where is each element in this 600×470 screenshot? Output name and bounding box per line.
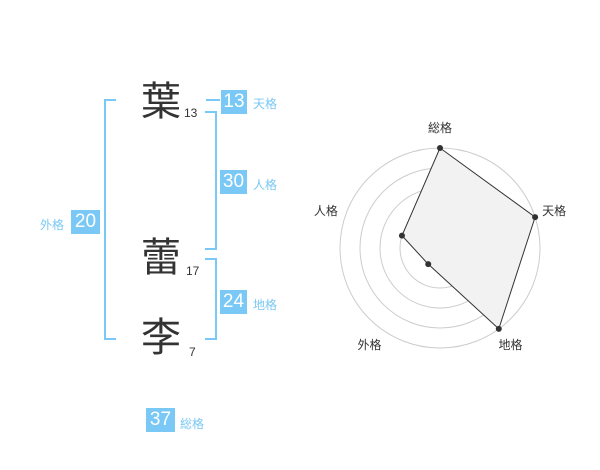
radar-axis-label-5: 人格 <box>314 203 338 218</box>
name-char-2: 蕾 <box>141 235 181 281</box>
chikaku-value: 24 <box>220 290 247 314</box>
gaikaku-value: 20 <box>71 210 100 234</box>
name-char-3: 李 <box>141 315 181 361</box>
radar-point-4 <box>425 261 432 268</box>
radar-point-1 <box>437 145 443 151</box>
radar-axis-label-4: 外格 <box>357 337 381 352</box>
radar-point-2 <box>532 214 539 221</box>
radar-axis-label-2: 天格 <box>542 203 566 218</box>
chikaku-bracket <box>205 258 217 340</box>
tenkaku-label: 天格 <box>253 97 278 111</box>
gaikaku-bracket <box>104 99 116 340</box>
radar-point-5 <box>398 232 405 239</box>
radar-points <box>398 145 539 332</box>
jinkaku-bracket <box>205 111 217 250</box>
radar-point-3 <box>495 325 502 332</box>
tenkaku-connector <box>206 99 220 101</box>
jinkaku-value: 30 <box>220 170 247 194</box>
radar-axis-label-1: 総格 <box>428 120 452 135</box>
stroke-count-2: 17 <box>186 264 200 278</box>
name-char-1: 葉 <box>141 79 181 125</box>
jinkaku-label: 人格 <box>253 178 278 192</box>
soukaku-value: 37 <box>146 408 175 432</box>
stroke-count-1: 13 <box>184 106 198 120</box>
radar-area <box>401 147 536 330</box>
radar-axis-label-3: 地格 <box>499 337 523 352</box>
gaikaku-label: 外格 <box>40 218 65 232</box>
tenkaku-value: 13 <box>221 90 247 114</box>
chikaku-label: 地格 <box>253 298 278 312</box>
soukaku-label: 総格 <box>180 417 205 431</box>
stroke-count-3: 7 <box>189 345 196 359</box>
